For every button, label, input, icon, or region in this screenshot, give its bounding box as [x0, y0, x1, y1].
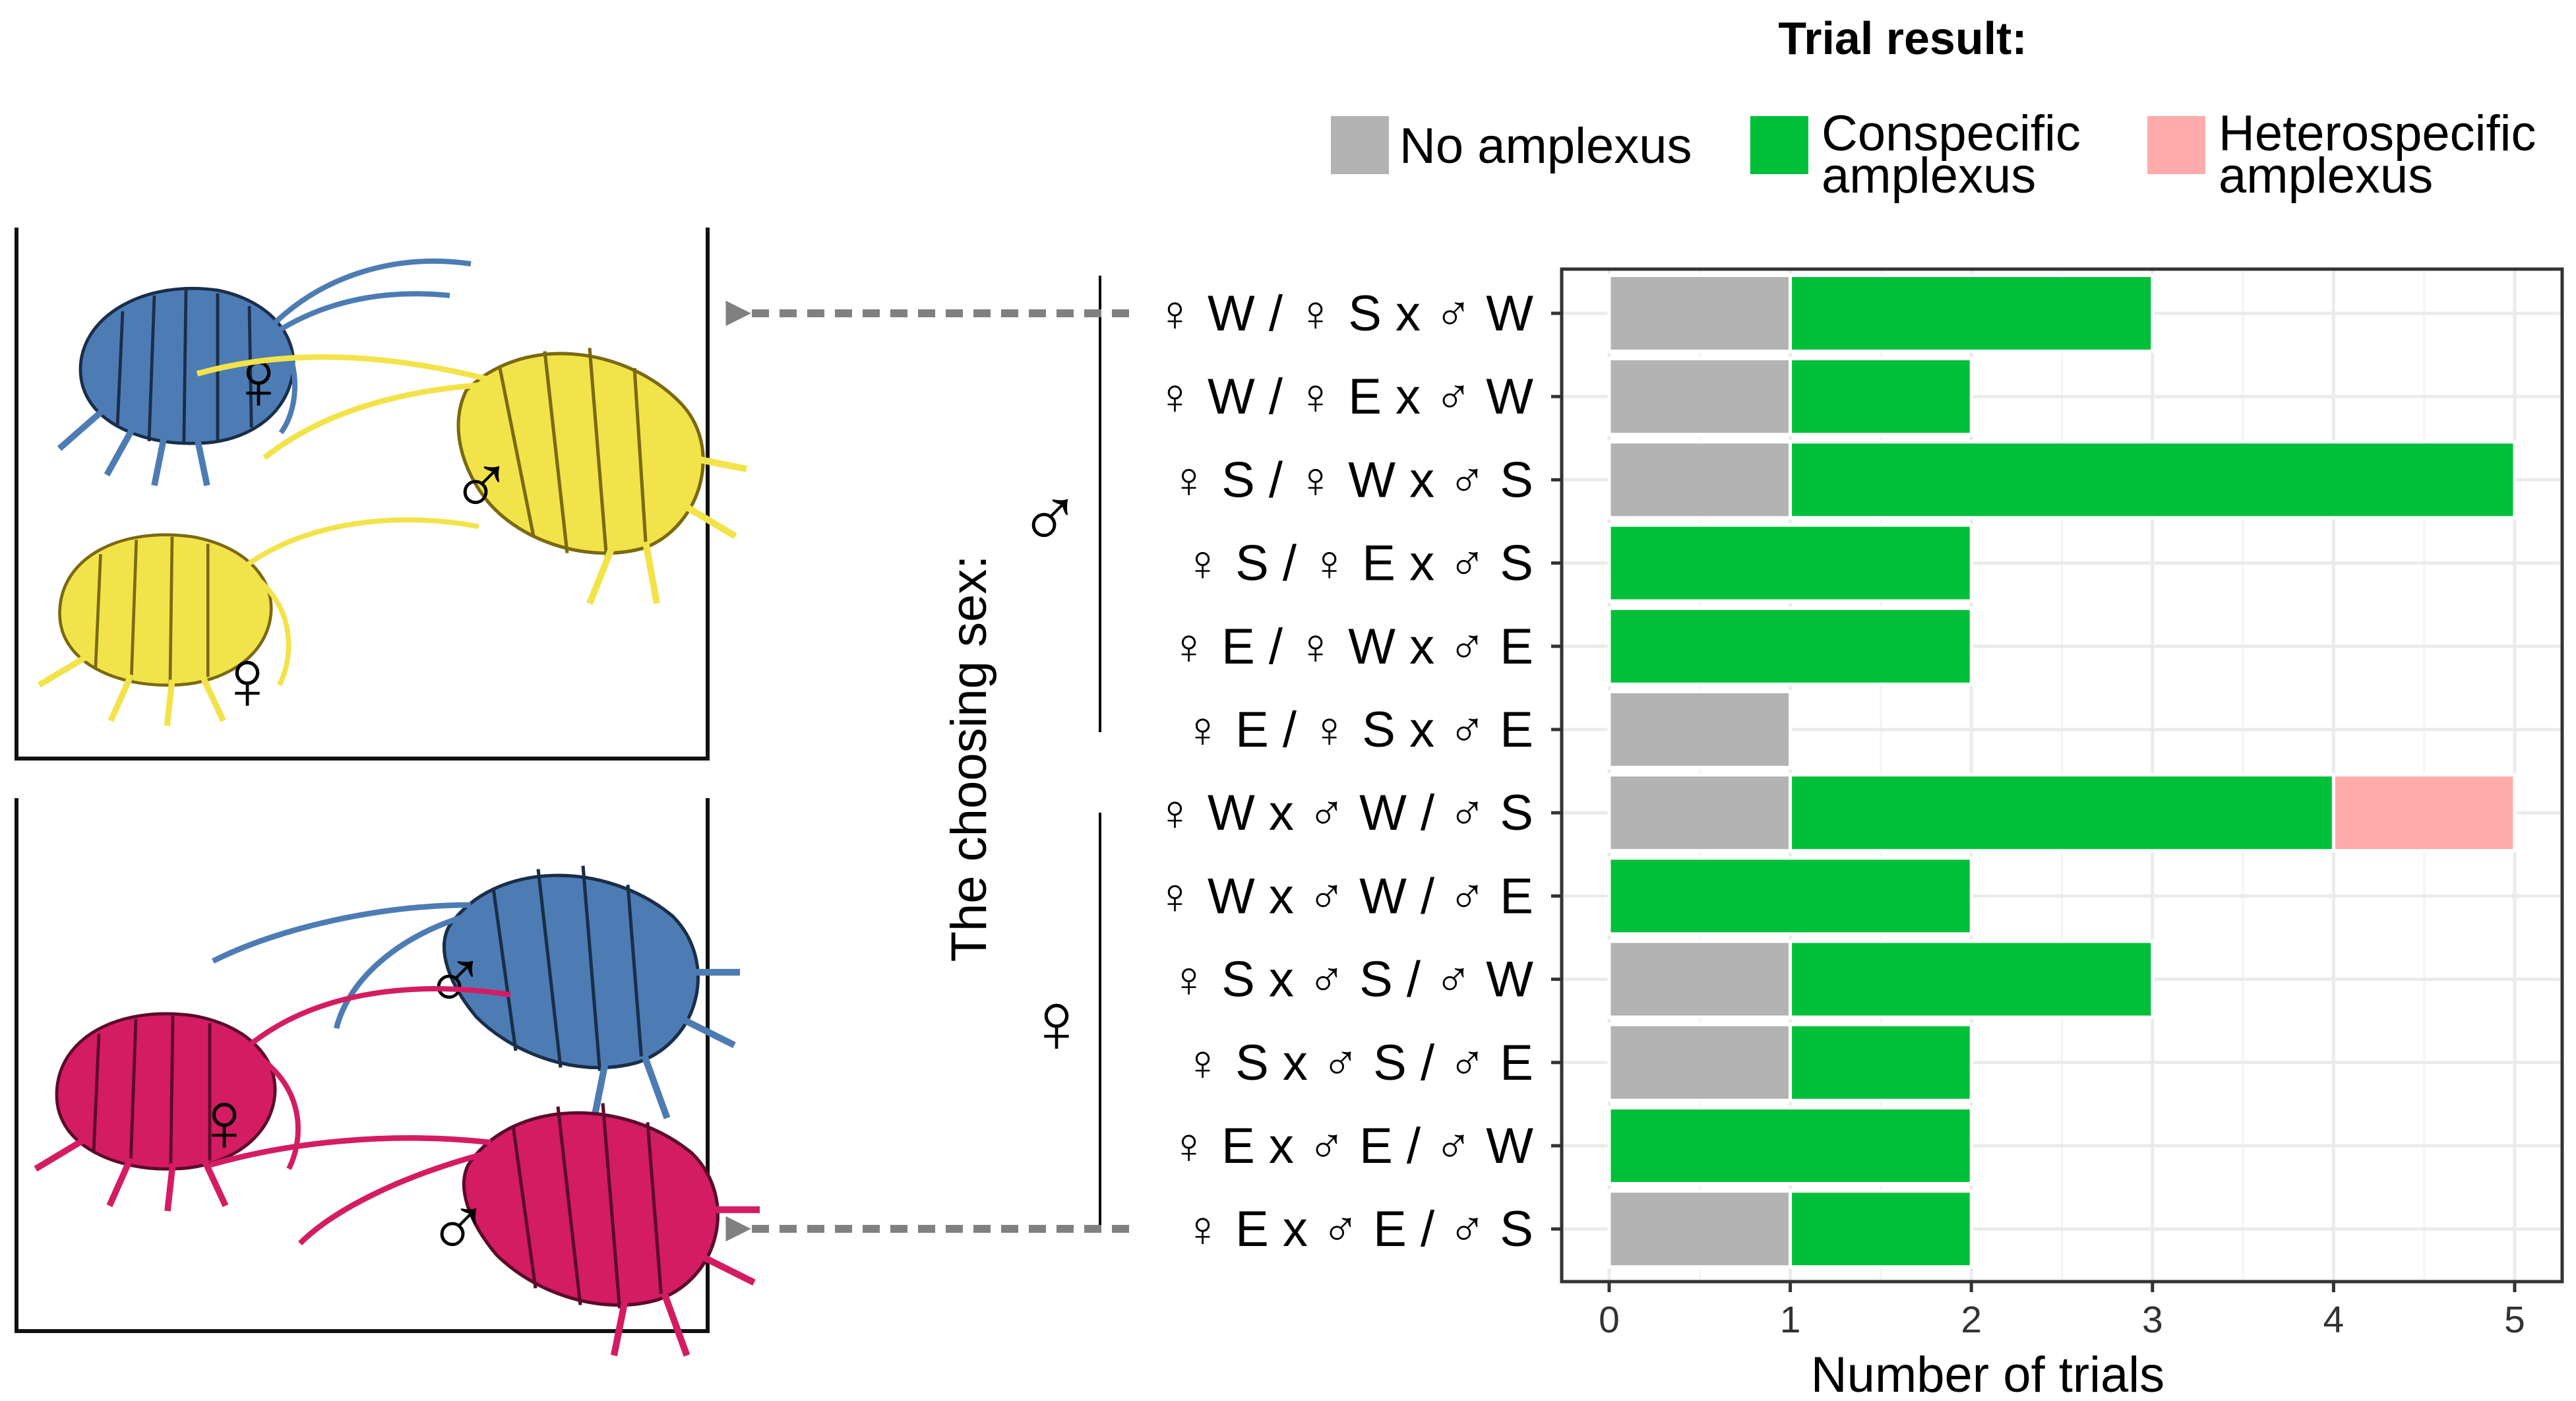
x-tick-label: 4 [2323, 1299, 2345, 1341]
male-symbol-large: ♂ [1018, 470, 1082, 566]
row-label: ♀ W x ♂ W / ♂ S [1156, 785, 1533, 841]
bar-segment-conspecific-amplexus [1607, 523, 1973, 603]
amphipod-pink-female [34, 986, 511, 1212]
bar-segment-conspecific-amplexus [1789, 1189, 1973, 1269]
bar-segment-no-amplexus [1607, 773, 1793, 853]
row-label: ♀ S x ♂ S / ♂ W [1170, 952, 1533, 1008]
bar-segment-no-amplexus [1607, 1189, 1793, 1269]
bar-segment-conspecific-amplexus [1789, 939, 2155, 1019]
legend: Trial result: No amplexus Conspecific am… [1331, 13, 2536, 204]
legend-title: Trial result: [1778, 13, 2027, 64]
amphipod-yellow-male [196, 348, 748, 605]
row-label: ♀ E / ♀ W x ♂ E [1170, 619, 1533, 675]
row-label: ♀ S / ♀ W x ♂ S [1170, 452, 1533, 508]
row-label: ♀ E x ♂ E / ♂ S [1184, 1201, 1533, 1257]
bar-segment-no-amplexus [1607, 939, 1793, 1019]
female-symbol-large: ♀ [1024, 974, 1089, 1071]
x-ticks: 0 1 2 3 4 5 [1599, 1282, 2525, 1341]
legend-swatch-heterospecific [2147, 116, 2205, 174]
amphipod-pink-male [209, 1103, 760, 1357]
row-label: ♀ S x ♂ S / ♂ E [1184, 1035, 1533, 1091]
row-label: ♀ E x ♂ E / ♂ W [1170, 1118, 1533, 1174]
bar-segment-conspecific-amplexus [1789, 773, 2335, 853]
bar-segment-conspecific-amplexus [1607, 1106, 1973, 1185]
bar-segment-conspecific-amplexus [1789, 274, 2155, 353]
female-symbol-yellow: ♀ [215, 631, 280, 728]
plot-border [1560, 267, 2564, 1284]
male-symbol-pink: ♂ [426, 1179, 491, 1275]
row-label: ♀ W / ♀ E x ♂ W [1156, 369, 1533, 425]
row-label: ♀ W / ♀ S x ♂ W [1156, 286, 1533, 342]
choosing-sex-label: The choosing sex: [941, 555, 997, 962]
top-container [15, 228, 710, 761]
bar-segment-no-amplexus [1607, 274, 1793, 353]
legend-label-conspecific-line1: Conspecific [1822, 106, 2081, 162]
bar-segment-conspecific-amplexus [1789, 1022, 1973, 1102]
legend-label-heterospecific-line2: amplexus [2219, 148, 2433, 204]
bar-segment-heterospecific-amplexus [2331, 773, 2517, 853]
bar-segment-no-amplexus [1607, 690, 1793, 769]
bar-segment-conspecific-amplexus [1607, 606, 1973, 686]
male-symbol-blue: ♂ [423, 931, 487, 1028]
y-ticks [1551, 311, 1562, 1231]
choosing-sex-annotation: The choosing sex: ♂ ♀ [941, 276, 1101, 1230]
bars [1607, 274, 2517, 1269]
x-axis-title: Number of trials [1811, 1347, 2164, 1401]
female-symbol-blue: ♀ [226, 331, 291, 427]
row-labels: ♀ W / ♀ S x ♂ W ♀ W / ♀ E x ♂ W ♀ S / ♀ W … [1156, 286, 1533, 1257]
amphipod-blue-male [212, 865, 741, 1119]
male-symbol-yellow: ♂ [449, 437, 514, 533]
legend-label-conspecific-line2: amplexus [1822, 148, 2036, 204]
x-tick-label: 3 [2142, 1299, 2163, 1341]
legend-swatch-conspecific [1750, 116, 1808, 174]
bar-segment-no-amplexus [1607, 1022, 1793, 1102]
amphipod-yellow-female [38, 517, 479, 727]
row-label: ♀ E / ♀ S x ♂ E [1184, 702, 1533, 758]
bar-segment-no-amplexus [1607, 357, 1793, 437]
x-tick-label: 0 [1599, 1299, 1620, 1341]
bottom-container [15, 798, 710, 1333]
legend-label-heterospecific-line1: Heterospecific [2219, 106, 2536, 162]
legend-swatch-no-amplexus [1331, 116, 1389, 174]
plot-panel: 0 1 2 3 4 5 ♀ W / ♀ S x ♂ W ♀ W / ♀ E x ♂ W ♀ S… [1156, 267, 2564, 1401]
x-tick-label: 5 [2504, 1299, 2525, 1341]
bar-segment-conspecific-amplexus [1607, 856, 1973, 936]
bar-segment-conspecific-amplexus [1789, 440, 2517, 520]
row-label: ♀ W x ♂ W / ♂ E [1156, 868, 1533, 924]
legend-label-no-amplexus: No amplexus [1399, 118, 1692, 174]
amphipod-blue-female [57, 259, 472, 486]
x-tick-label: 2 [1961, 1299, 1982, 1341]
x-tick-label: 1 [1780, 1299, 1801, 1341]
bar-segment-conspecific-amplexus [1789, 357, 1973, 437]
row-label: ♀ S / ♀ E x ♂ S [1184, 536, 1533, 592]
bar-segment-no-amplexus [1607, 440, 1793, 520]
